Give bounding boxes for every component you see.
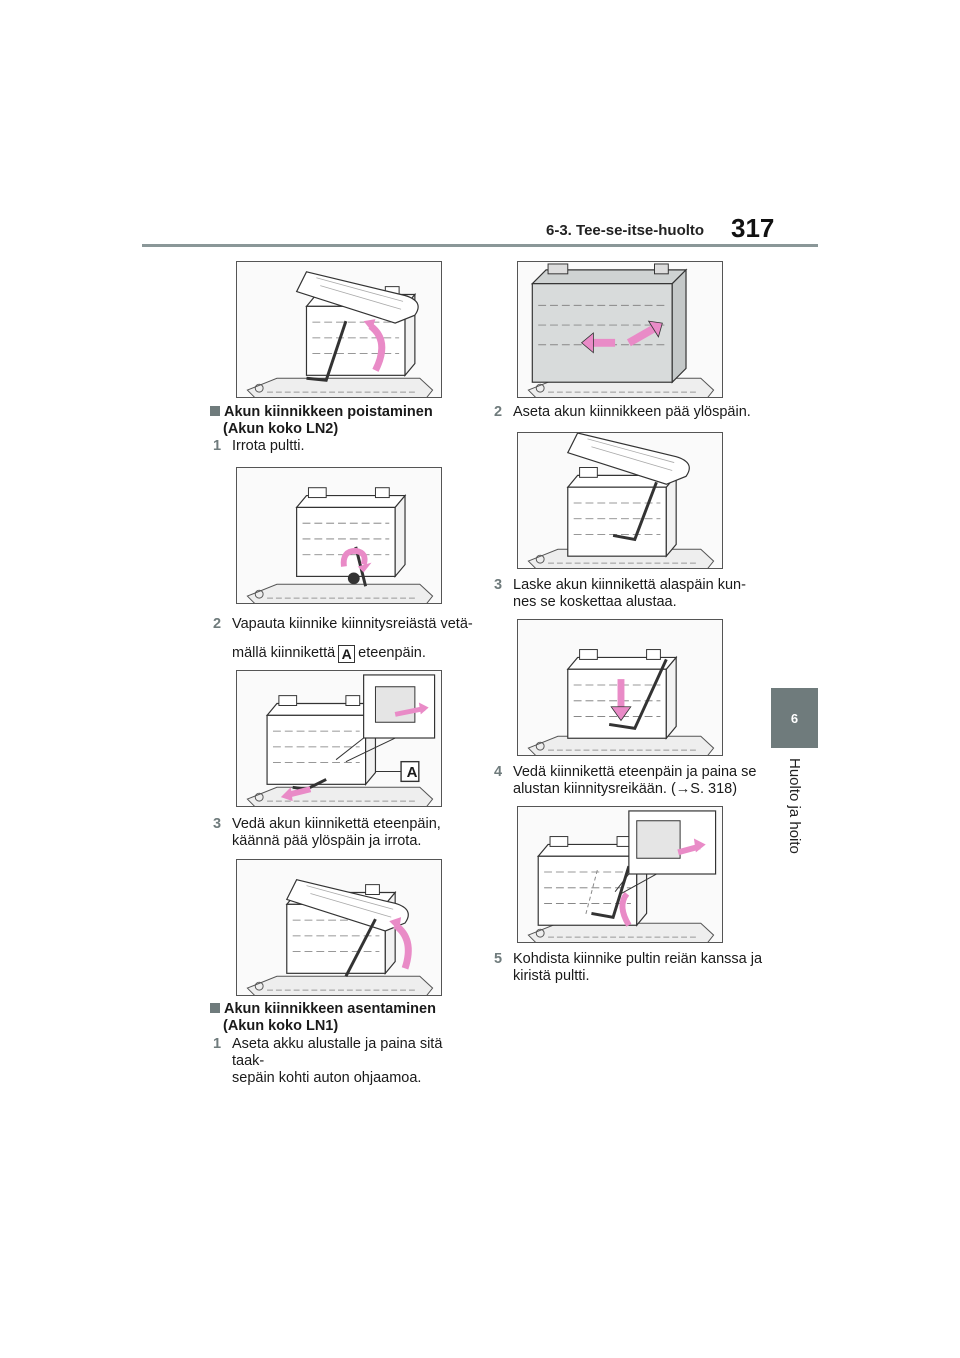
step-number: 3 [213, 816, 222, 832]
step-item: 5 Kohdista kiinnike pultin reiän kanssa … [494, 951, 764, 985]
step-item: 2 Vapauta kiinnike kiinnitysreiästä vetä… [213, 616, 473, 663]
heading-removal: Akun kiinnikkeen poistaminen (Akun koko … [210, 404, 470, 438]
step-text: Aseta akun kiinnikkeen pää ylöspäin. [513, 404, 751, 420]
figure-raise-clamp [517, 432, 723, 569]
heading-installation: Akun kiinnikkeen asentaminen (Akun koko … [210, 1001, 470, 1035]
chapter-label: Huolto ja hoito [771, 758, 818, 878]
figure-place-battery [517, 261, 723, 398]
step-item: 3 Vedä akun kiinnikettä eteenpäin, käänn… [213, 816, 473, 850]
step-text: Vapauta kiinnike kiinnitysreiästä vetä- [232, 616, 473, 632]
step-item: 2 Aseta akun kiinnikkeen pää ylöspäin. [494, 404, 764, 421]
curved-arrow-icon [340, 547, 368, 567]
step-number: 5 [494, 951, 503, 967]
step-text: Aseta akku alustalle ja paina sitä taak- [232, 1036, 443, 1069]
step-text-line-2: nes se koskettaa alustaa. [513, 594, 677, 610]
figure-lower-clamp [517, 619, 723, 756]
chapter-tab: 6 [771, 688, 818, 748]
figure-rotate-clamp [236, 859, 442, 996]
zoom-callout [614, 810, 717, 895]
figure-pull-clamp: A [236, 670, 442, 807]
bolt-icon [347, 572, 360, 585]
step-text: Irrota pultti. [232, 438, 305, 454]
zoom-callout [335, 674, 436, 763]
step-item: 4 Vedä kiinnikettä eteenpäin ja paina se… [494, 764, 764, 798]
heading-marker-icon [210, 406, 220, 416]
step-text: Vedä akun kiinnikettä eteenpäin, [232, 816, 441, 832]
battery-illustration [246, 271, 434, 397]
step-text-line-2: sepäin kohti auton ohjaamoa. [232, 1070, 422, 1086]
step-text-line-2: kiristä pultti. [513, 968, 590, 984]
step-number: 2 [213, 616, 222, 632]
curved-arrow-icon [368, 323, 386, 372]
step-number: 1 [213, 438, 222, 454]
step-text-line-2: käännä pää ylöspäin ja irrota. [232, 833, 422, 849]
step-item: 1 Irrota pultti. [213, 438, 463, 455]
left-right-arrow-icon [580, 320, 663, 354]
step-item: 1 Aseta akku alustalle ja paina sitä taa… [213, 1036, 473, 1087]
heading-line-2: (Akun koko LN2) [223, 421, 339, 437]
curved-arrow-icon [393, 922, 412, 970]
step-number: 2 [494, 404, 503, 420]
figure-clamp-lift [236, 261, 442, 398]
section-title: 6-3. Tee-se-itse-huolto [546, 222, 705, 239]
figure-bolt [236, 467, 442, 604]
step-item: 3 Laske akun kiinnikettä alaspäin kun- n… [494, 577, 764, 611]
step-text: Vedä kiinnikettä eteenpäin ja paina se [513, 764, 757, 780]
callout-label: A [338, 645, 356, 663]
step-number: 3 [494, 577, 503, 593]
callout-label: A [406, 764, 418, 781]
step-text: Laske akun kiinnikettä alaspäin kun- [513, 577, 746, 593]
step-number: 4 [494, 764, 503, 780]
step-number: 1 [213, 1036, 222, 1052]
step-text-line-2: alustan kiinnitysreikään. (→S. 318) [513, 781, 738, 797]
heading-line-2: (Akun koko LN1) [223, 1018, 339, 1034]
curved-arrow-icon [619, 891, 632, 927]
heading-line-1: Akun kiinnikkeen poistaminen [224, 404, 433, 420]
header-divider [142, 244, 818, 247]
heading-line-1: Akun kiinnikkeen asentaminen [224, 1001, 436, 1017]
chapter-number: 6 [790, 710, 799, 726]
chapter-label-text: Huolto ja hoito [785, 758, 803, 854]
step-text: Kohdista kiinnike pultin reiän kanssa ja [513, 951, 763, 967]
heading-marker-icon [210, 1003, 220, 1013]
figure-insert-clamp [517, 806, 723, 943]
page-number: 317 [731, 213, 775, 243]
